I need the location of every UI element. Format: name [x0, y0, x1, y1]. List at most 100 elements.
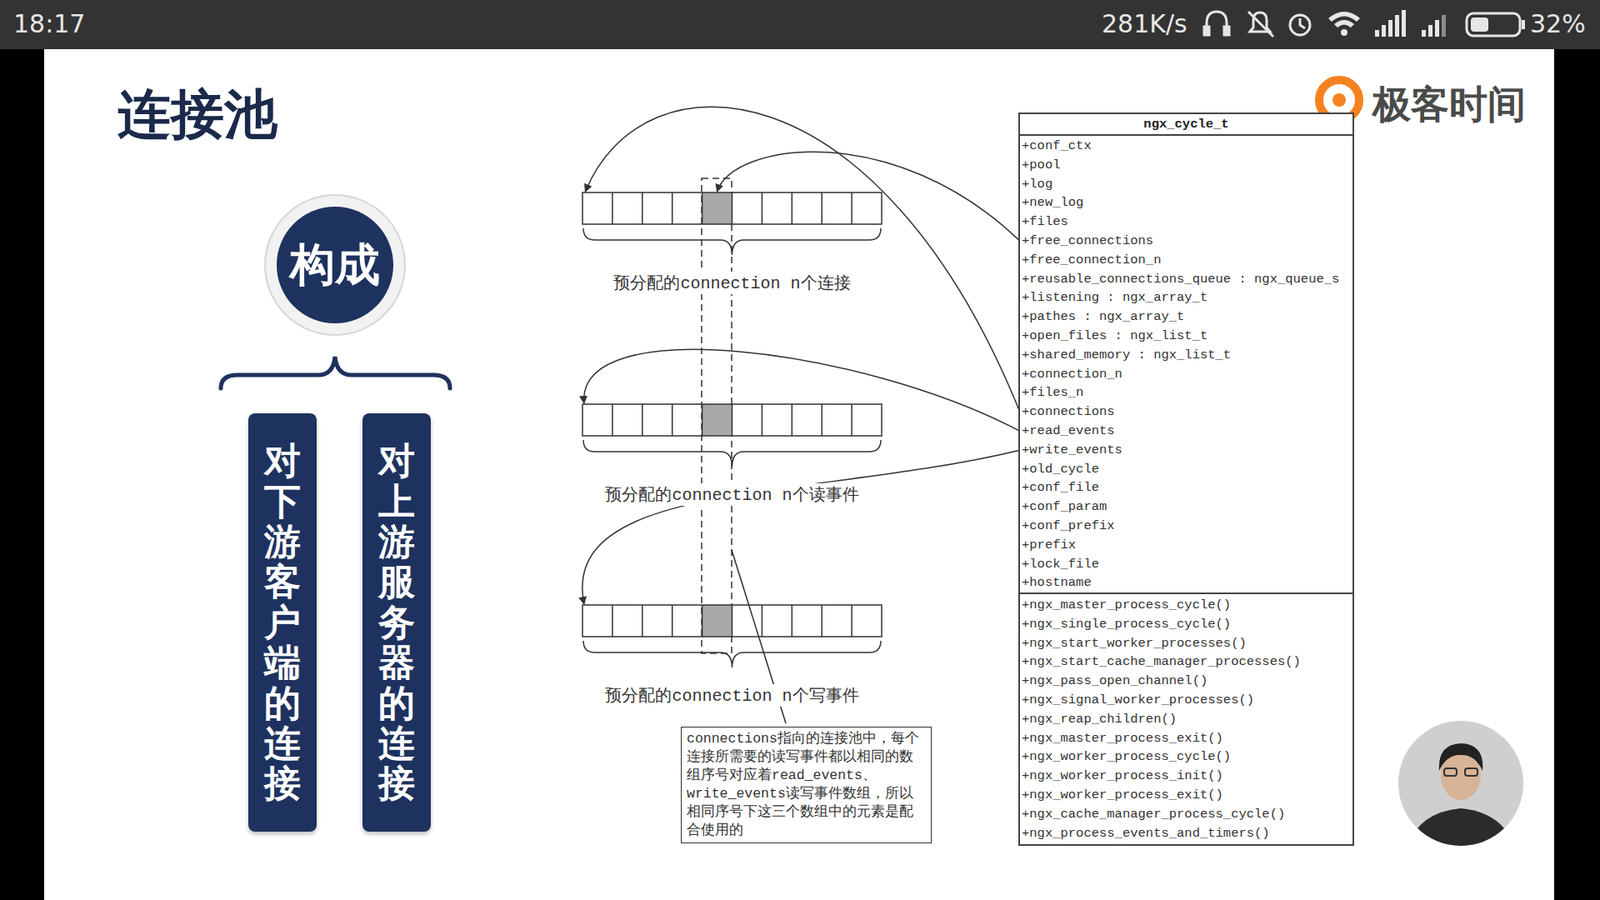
battery-fill — [1470, 17, 1489, 32]
member-text: +connection_n — [1020, 365, 1123, 385]
outer-ring — [265, 195, 405, 335]
cell-divider — [611, 192, 614, 225]
member-text: +conf_file — [1020, 478, 1100, 498]
note-text: connections指向的连接池中，每个连接所需要的读写事件都以相同的数组序号… — [686, 730, 926, 840]
status-bar — [0, 0, 1600, 50]
cell-divider — [641, 404, 644, 436]
network-speed: 281K/s — [1101, 9, 1188, 39]
signal-icon — [1375, 10, 1406, 37]
struct-member: +new_log — [1020, 193, 1353, 213]
struct-member: +ngx_worker_process_init() — [1020, 766, 1353, 786]
category-bar: 对下游客户端的连接 — [248, 413, 317, 832]
array-outline — [582, 605, 882, 637]
struct-member: +pool — [1020, 155, 1353, 175]
cell-divider — [731, 404, 734, 436]
cell-divider — [611, 605, 614, 637]
pointer-arrow — [716, 151, 1020, 241]
member-text: +conf_ctx — [1020, 136, 1092, 156]
array-outline — [582, 404, 882, 436]
brand-name: 极客时间 — [1372, 79, 1526, 131]
cell-divider — [701, 192, 704, 225]
cell-divider — [850, 404, 853, 436]
presenter-glasses — [1465, 768, 1478, 776]
array-art — [581, 403, 883, 479]
signal-bar — [1388, 20, 1393, 37]
struct-member: +old_cycle — [1020, 460, 1353, 480]
mute-slash — [1248, 11, 1274, 37]
vertical-text: 对下游客户端的连接 — [264, 440, 301, 805]
cell-divider — [761, 605, 764, 637]
struct-member: +ngx_start_worker_processes() — [1020, 634, 1353, 654]
status-time: 18:17 — [13, 9, 85, 39]
struct-member: +connections — [1020, 402, 1353, 422]
preallocated-array: 预分配的connection n个写事件 — [581, 604, 883, 709]
struct-member: +open_files : ngx_list_t — [1020, 326, 1353, 346]
struct-member: +ngx_worker_process_cycle() — [1020, 747, 1353, 767]
struct-member: +ngx_single_process_cycle() — [1020, 615, 1353, 635]
cell-divider — [671, 404, 674, 436]
member-text: +write_events — [1020, 440, 1123, 460]
member-text: +ngx_single_process_cycle() — [1020, 615, 1231, 635]
circle-text: 构成 — [290, 235, 380, 296]
logo-dot — [1332, 93, 1346, 107]
struct-member: +ngx_master_process_cycle() — [1020, 595, 1353, 615]
struct-member: +conf_ctx — [1020, 136, 1353, 156]
struct-member: +log — [1020, 175, 1353, 195]
array-label: 预分配的connection n个读事件 — [603, 483, 860, 506]
mute-icon — [1248, 11, 1274, 37]
member-text: +ngx_pass_open_channel() — [1020, 671, 1208, 691]
cell-divider — [701, 605, 704, 637]
member-text: +conf_prefix — [1020, 516, 1115, 536]
member-text: +conf_param — [1020, 497, 1107, 517]
array-art — [581, 604, 883, 680]
member-text: +ngx_reap_children() — [1020, 710, 1177, 730]
member-text: +ngx_signal_worker_processes() — [1020, 690, 1255, 710]
cell-divider — [820, 404, 823, 436]
presenter-body — [1406, 808, 1515, 850]
cell-divider — [850, 605, 853, 637]
member-text: +ngx_master_process_exit() — [1020, 729, 1224, 749]
cell-divider — [820, 605, 823, 637]
member-text: +connections — [1020, 402, 1115, 422]
slide-title: 连接池 — [117, 78, 278, 151]
section-divider — [1020, 592, 1353, 595]
member-text: +files_n — [1020, 383, 1084, 403]
headphone-cup — [1204, 26, 1210, 35]
cell-divider — [611, 404, 614, 436]
cell-divider — [671, 605, 674, 637]
signal-bar — [1435, 20, 1440, 37]
array-brace — [583, 640, 881, 668]
cell-divider — [791, 605, 794, 637]
struct-member: +ngx_signal_worker_processes() — [1020, 690, 1353, 710]
grouping-brace — [220, 356, 450, 389]
alarm-icon — [1290, 15, 1310, 35]
battery-body — [1466, 13, 1520, 36]
array-brace — [583, 440, 881, 467]
category-bar: 对上游服务器的连接 — [362, 413, 431, 832]
highlighted-cell — [702, 404, 733, 436]
signal-bar — [1395, 15, 1400, 37]
struct-member: +prefix — [1020, 535, 1353, 555]
member-text: +shared_memory : ngx_list_t — [1020, 345, 1231, 365]
member-text: +lock_file — [1020, 555, 1100, 575]
member-text: +ngx_start_worker_processes() — [1020, 634, 1247, 654]
member-text: +ngx_start_cache_manager_processes() — [1020, 652, 1301, 672]
inner-disc — [276, 206, 394, 324]
struct-member: +conf_prefix — [1020, 516, 1353, 536]
index-highlight — [701, 178, 732, 654]
battery-tip — [1521, 20, 1525, 30]
cell-divider — [850, 192, 853, 225]
cell-divider — [701, 404, 704, 436]
signal-bar — [1381, 25, 1386, 37]
struct-member: +shared_memory : ngx_list_t — [1020, 345, 1353, 365]
struct-member: +ngx_process_events_and_timers() — [1020, 824, 1353, 844]
status-icons — [0, 0, 1600, 50]
wifi-arc — [1334, 20, 1355, 28]
struct-member: +free_connections — [1020, 231, 1353, 251]
struct-member: +read_events — [1020, 421, 1353, 441]
struct-member: +free_connection_n — [1020, 250, 1353, 270]
cell-divider — [791, 192, 794, 225]
struct-member: +lock_file — [1020, 555, 1353, 575]
struct-member: +ngx_cache_manager_process_cycle() — [1020, 805, 1353, 825]
